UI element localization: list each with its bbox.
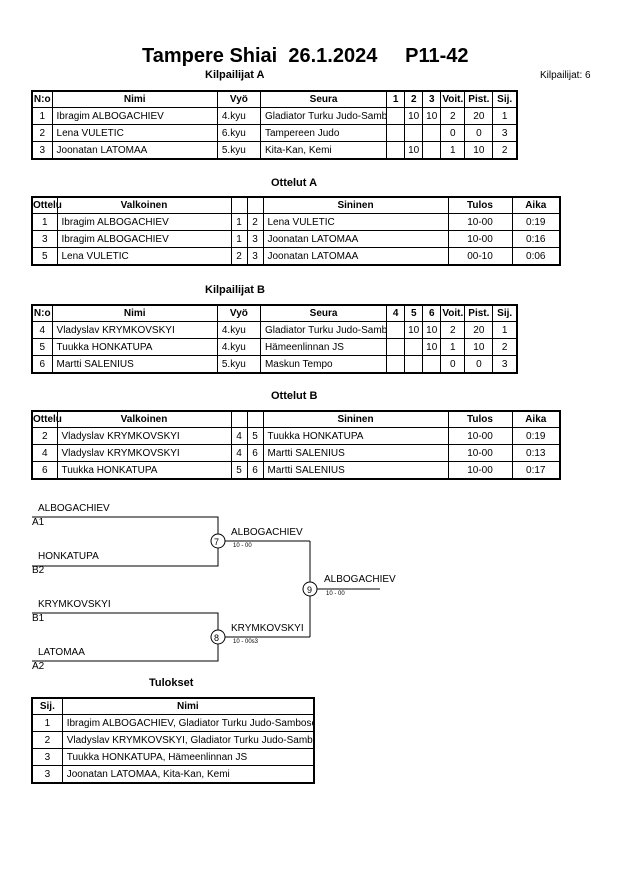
competitor-club: Hämeenlinnan JS [259, 338, 388, 356]
blue-fighter: Joonatan LATOMAA [262, 247, 449, 266]
bracket-entrant-name: LATOMAA [38, 647, 85, 658]
points-cell: 10 [464, 141, 494, 160]
competitor-name: Tuukka HONKATUPA [51, 338, 218, 356]
results-title: Tulokset [149, 677, 194, 689]
wins-cell: 0 [440, 355, 466, 374]
semi-winner-name: KRYMKOVSKYI [231, 623, 304, 634]
wins-cell: 1 [440, 141, 466, 160]
rank-cell: 3 [492, 355, 518, 374]
results-header-row: Sij. Nimi [31, 697, 315, 715]
match-circle [302, 581, 318, 597]
result-name: Joonatan LATOMAA, Kita-Kan, Kemi [61, 765, 315, 784]
white-fighter: Lena VULETIC [56, 247, 232, 266]
matches-a-title: Ottelut A [271, 177, 318, 189]
wins-cell: 1 [440, 338, 466, 356]
white-fighter: Ibragim ALBOGACHIEV [56, 230, 232, 248]
match-circle [210, 629, 226, 645]
result-rank: 2 [31, 731, 63, 749]
pool-b-title: Kilpailijat B [205, 284, 265, 296]
bracket-entrant-pool: A2 [32, 661, 45, 672]
semi-score: 10 - 00 [233, 543, 252, 549]
matches-b-header-row: Ottelu Valkoinen Sininen Tulos Aika [31, 410, 561, 428]
pool-a-header-row: N:o Nimi Vyö Seura 1 2 3 Voit. Pist. Sij… [31, 90, 518, 108]
match-time: 0:06 [511, 247, 561, 266]
result-rank: 3 [31, 765, 63, 784]
result-rank: 1 [31, 714, 63, 732]
points-cell: 0 [464, 124, 494, 142]
pool-a-table: N:o Nimi Vyö Seura 1 2 3 Voit. Pist. Sij… [31, 90, 518, 160]
blue-fighter: Joonatan LATOMAA [262, 230, 449, 248]
match-time: 0:16 [511, 230, 561, 248]
blue-number: 3 [246, 247, 264, 266]
white-fighter: Tuukka HONKATUPA [56, 461, 232, 480]
rank-cell: 3 [492, 124, 518, 142]
result-name: Tuukka HONKATUPA, Hämeenlinnan JS [61, 748, 315, 766]
match-result: 00-10 [447, 247, 513, 266]
white-fighter: Vladyslav KRYMKOVSKYI [56, 444, 232, 462]
rank-cell: 2 [492, 141, 518, 160]
match-score-cell: 10 [422, 338, 442, 356]
pool-b-header-row: N:o Nimi Vyö Seura 4 5 6 Voit. Pist. Sij… [31, 304, 518, 322]
rank-cell: 2 [492, 338, 518, 356]
match-result: 10-00 [447, 230, 513, 248]
competitor-club: Kita-Kan, Kemi [259, 141, 388, 160]
semi-winner-name: ALBOGACHIEV [231, 527, 303, 538]
match-time: 0:13 [511, 444, 561, 462]
final-score: 10 - 00 [326, 591, 345, 597]
competitor-name: Joonatan LATOMAA [51, 141, 218, 160]
bracket-entrant-name: HONKATUPA [38, 551, 99, 562]
col-header: Sij. [31, 697, 63, 715]
competitor-club: Tampereen Judo [259, 124, 388, 142]
bracket-entrant-pool: B2 [32, 565, 45, 576]
competitors-count: Kilpailijat: 6 [540, 70, 591, 81]
blue-number: 6 [246, 461, 264, 480]
bracket-entrant-pool: B1 [32, 613, 45, 624]
matches-b-title: Ottelut B [271, 390, 318, 402]
competitor-name: Martti SALENIUS [51, 355, 218, 374]
match-number: 8 [214, 633, 220, 643]
competitor-club: Maskun Tempo [259, 355, 388, 374]
match-circle [210, 533, 226, 549]
result-name: Vladyslav KRYMKOVSKYI, Gladiator Turku J… [61, 731, 315, 749]
wins-cell: 0 [440, 124, 466, 142]
result-name: Ibragim ALBOGACHIEV, Gladiator Turku Jud… [61, 714, 315, 732]
result-rank: 3 [31, 748, 63, 766]
col-header: Voit. [440, 90, 466, 108]
bracket-entrant-name: KRYMKOVSKYI [38, 599, 111, 610]
final-winner-name: ALBOGACHIEV [324, 574, 396, 585]
page-title: Tampere Shiai 26.1.2024 P11-42 [142, 45, 469, 67]
semi-score: 10 - 00s3 [233, 639, 259, 645]
competitor-name: Lena VULETIC [51, 124, 218, 142]
match-number: 7 [214, 537, 220, 547]
col-header: Nimi [61, 697, 315, 715]
bracket-entrant-pool: A1 [32, 517, 45, 528]
pool-a-title: Kilpailijat A [205, 69, 265, 81]
match-time: 0:17 [511, 461, 561, 480]
match-number: 9 [307, 585, 313, 595]
bracket-entrant-name: ALBOGACHIEV [38, 503, 110, 514]
pool-b-table: N:o Nimi Vyö Seura 4 5 6 Voit. Pist. Sij… [31, 304, 518, 374]
